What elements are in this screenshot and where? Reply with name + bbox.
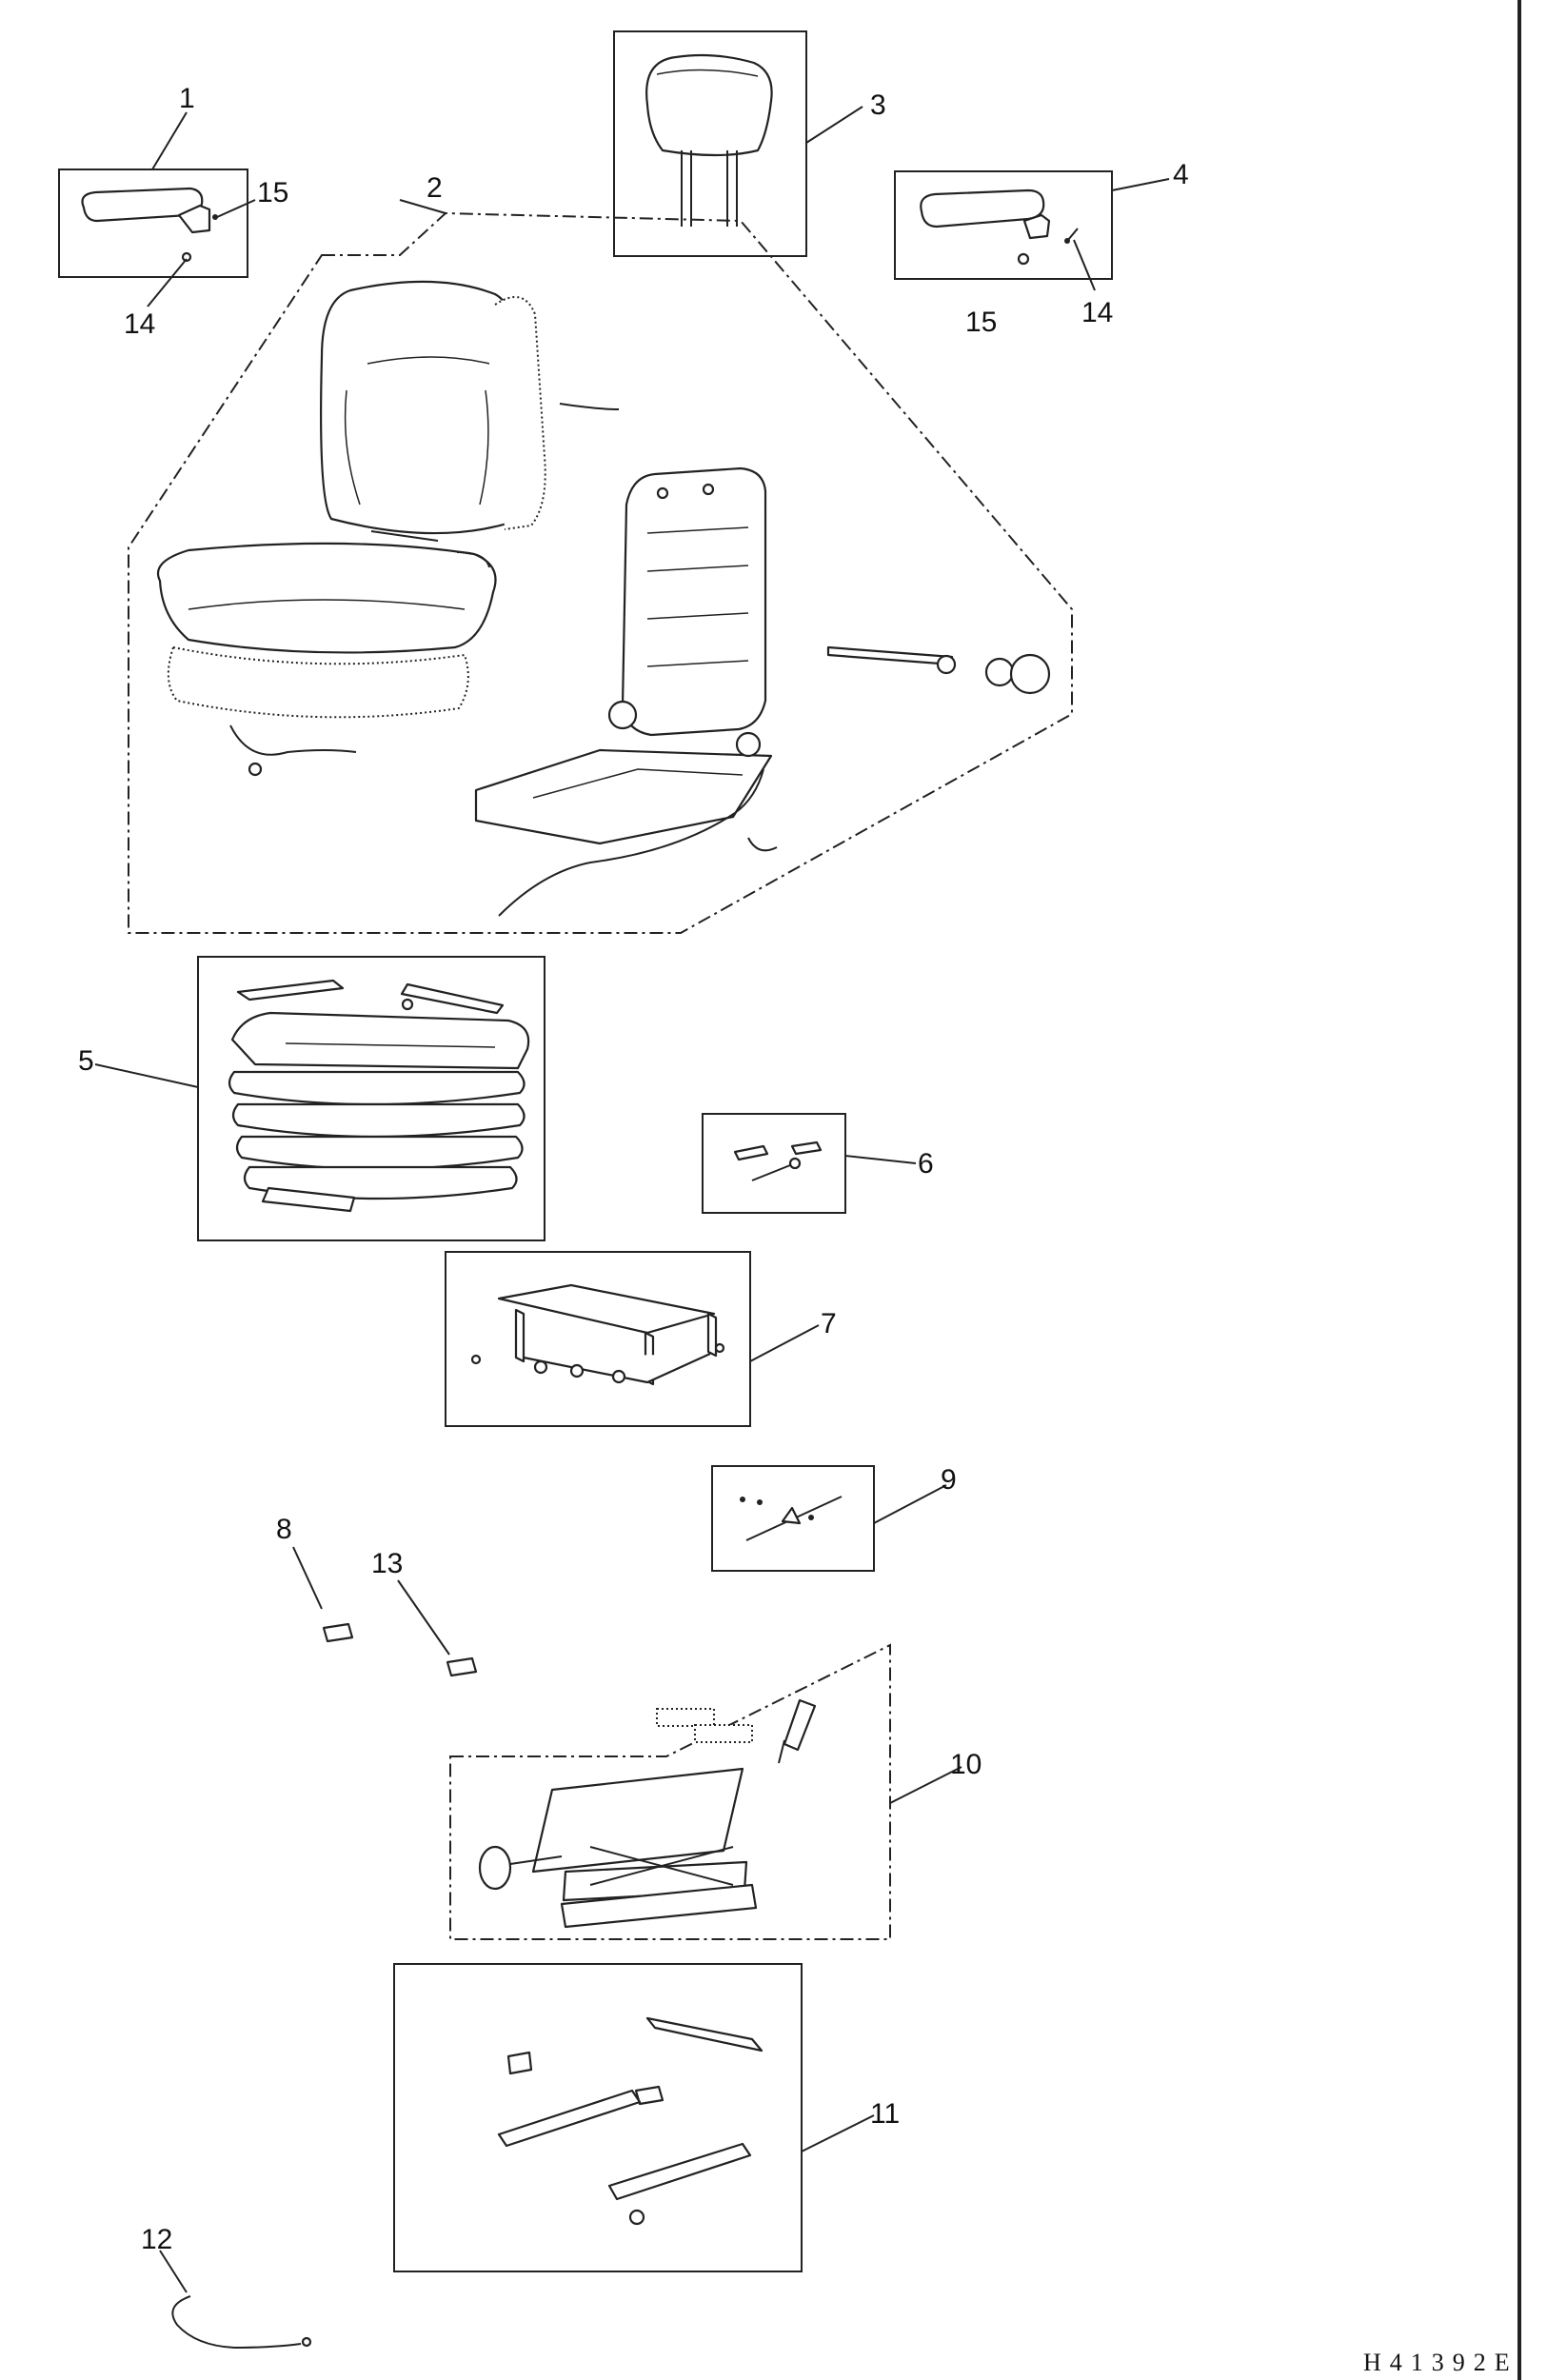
- part-12-hook-rod: [159, 2250, 312, 2350]
- callout-10: 10: [950, 1749, 982, 1780]
- part-group-6-latch: [702, 1113, 917, 1214]
- callout-15-left: 15: [257, 177, 288, 208]
- callout-13: 13: [371, 1548, 403, 1579]
- part-group-10-scissor-suspension: [449, 1643, 962, 1940]
- drawing-code: H41392E: [1363, 2349, 1518, 2376]
- part-group-3-headrest: [613, 30, 863, 257]
- part-group-5-bellows: [94, 956, 545, 1241]
- callout-1: 1: [179, 83, 195, 114]
- part-group-11-slide-rails: [393, 1963, 875, 2272]
- part-group-1-armrest-left: [58, 169, 256, 278]
- part-group-2-seat-assembly: [128, 199, 1073, 934]
- callout-2: 2: [426, 172, 443, 204]
- callout-14-right: 14: [1081, 297, 1113, 328]
- callout-6: 6: [918, 1148, 934, 1180]
- part-13-clip: [397, 1579, 478, 1677]
- callout-7: 7: [821, 1308, 837, 1339]
- callout-8: 8: [276, 1514, 292, 1545]
- part-group-9-rod: [711, 1465, 947, 1572]
- callout-4: 4: [1173, 159, 1189, 190]
- callout-5: 5: [78, 1045, 94, 1077]
- callout-3: 3: [870, 89, 886, 121]
- callout-9: 9: [941, 1464, 957, 1496]
- part-8-clip: [292, 1546, 354, 1643]
- callout-12: 12: [141, 2224, 172, 2255]
- callout-14-left: 14: [124, 308, 155, 340]
- part-group-7-slide-frame: [445, 1251, 820, 1427]
- callout-15-right: 15: [965, 307, 997, 338]
- callout-11: 11: [870, 2098, 900, 2130]
- part-group-4-armrest-right: [894, 170, 1170, 291]
